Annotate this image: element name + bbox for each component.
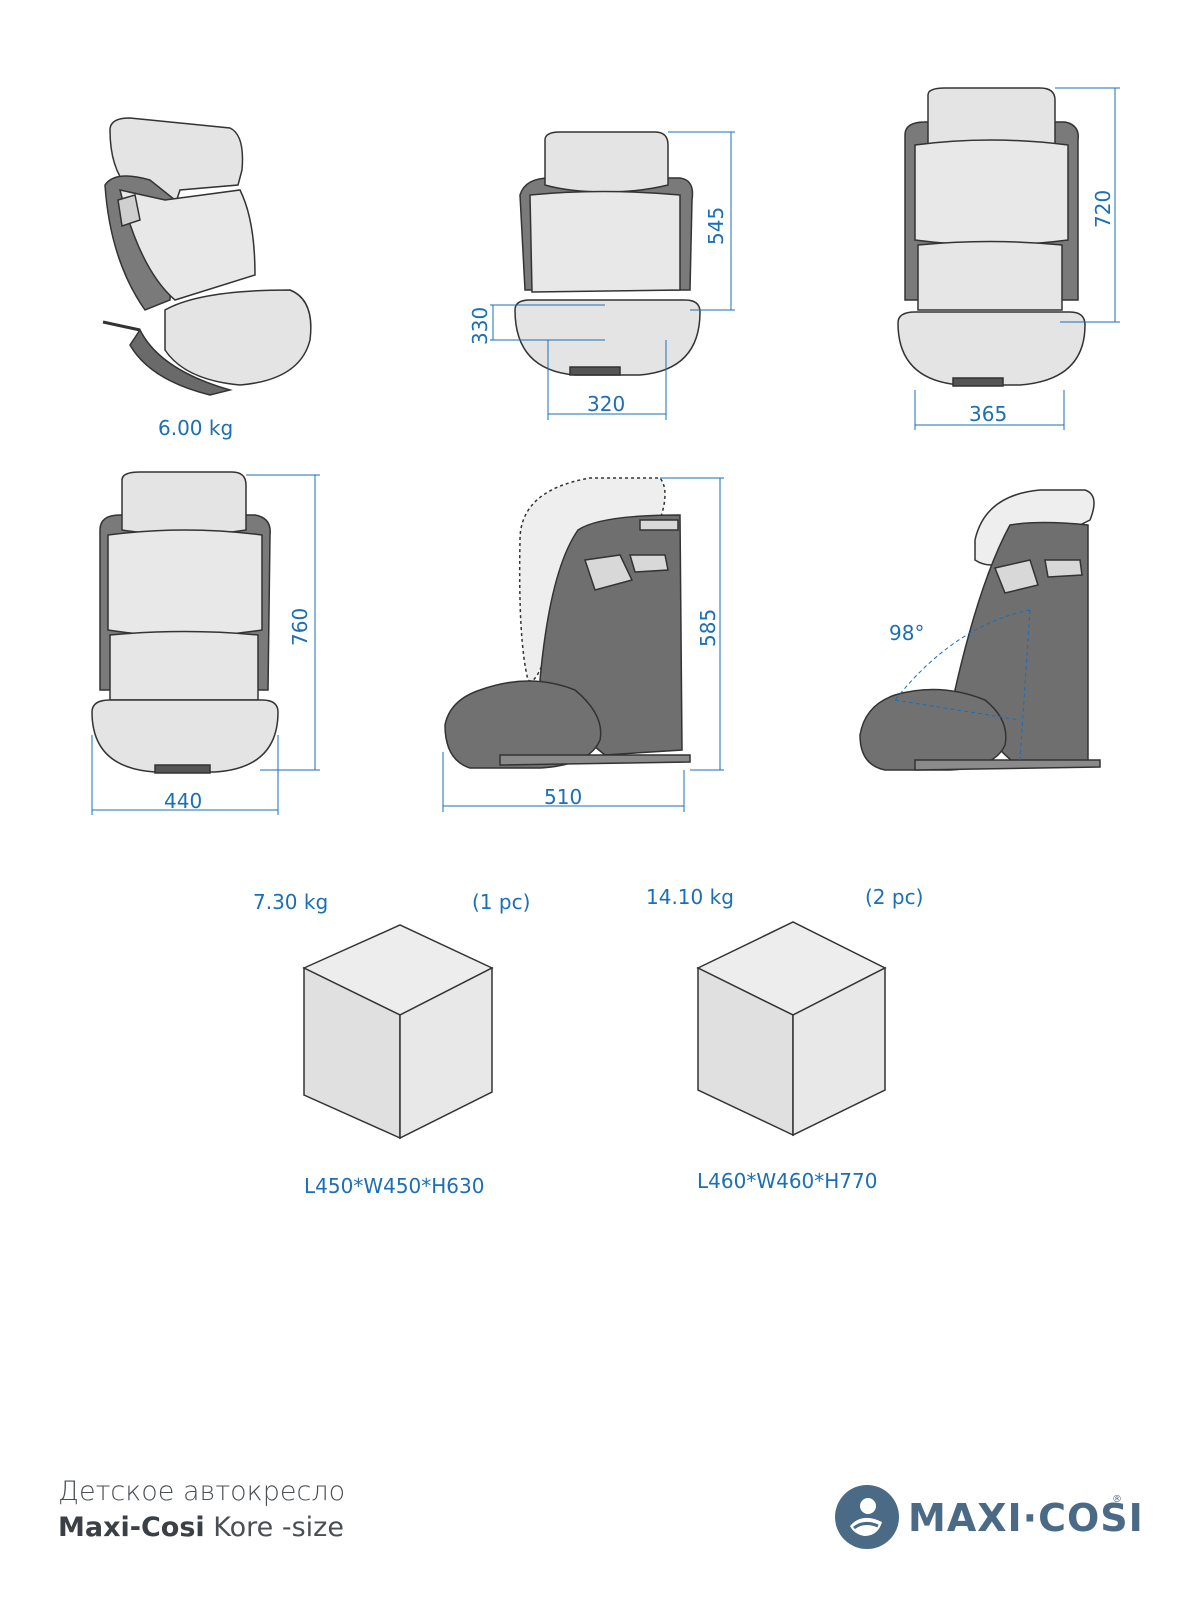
seat-front-tall-view xyxy=(897,87,1086,387)
max-width-label: 365 xyxy=(969,402,1008,426)
box2-count-label: (2 pc) xyxy=(865,885,924,909)
side-depth-label: 510 xyxy=(544,785,583,809)
seat-front-full-view xyxy=(91,471,279,774)
total-width-label: 440 xyxy=(164,789,203,813)
brand-logo: MAXI·COSI ® xyxy=(832,1474,1143,1564)
seat-angled-view xyxy=(102,117,312,396)
box1-weight-label: 7.30 kg xyxy=(253,890,329,914)
box2-weight-label: 14.10 kg xyxy=(646,885,734,909)
total-height-label: 760 xyxy=(288,607,312,646)
box-2 xyxy=(696,921,887,1137)
seat-width-label: 320 xyxy=(587,392,626,416)
seat-recline-view xyxy=(859,489,1101,771)
seat2-dimension-lines xyxy=(490,131,735,420)
product-weight-label: 6.00 kg xyxy=(158,416,234,440)
footer-subtitle: Детское автокресло xyxy=(58,1476,346,1507)
back-height-label: 545 xyxy=(704,206,728,245)
side-height-label: 585 xyxy=(696,608,720,647)
seat4-dimension-lines xyxy=(91,474,320,815)
footer-product-name: Maxi-Cosi Kore -size xyxy=(58,1512,344,1543)
seat3-dimension-lines xyxy=(914,87,1120,430)
seat-height-label: 330 xyxy=(468,306,492,345)
footer-model: Kore -size xyxy=(213,1512,344,1543)
registered-mark: ® xyxy=(1112,1494,1122,1505)
seat5-dimension-lines xyxy=(442,477,724,812)
baby-in-circle-icon xyxy=(835,1485,899,1549)
box1-size-label: L450*W450*H630 xyxy=(304,1174,485,1198)
max-height-label: 720 xyxy=(1091,189,1115,228)
seat-side-view xyxy=(444,477,691,769)
box1-count-label: (1 pc) xyxy=(472,890,531,914)
box2-size-label: L460*W460*H770 xyxy=(697,1169,878,1193)
footer-brand: Maxi-Cosi xyxy=(58,1512,205,1543)
box-1 xyxy=(302,924,494,1140)
recline-angle-label: 98° xyxy=(889,621,925,645)
seat-front-low-view xyxy=(514,131,701,376)
logo-text: MAXI·COSI xyxy=(908,1496,1144,1540)
seat6-angle-arc xyxy=(894,609,1031,761)
